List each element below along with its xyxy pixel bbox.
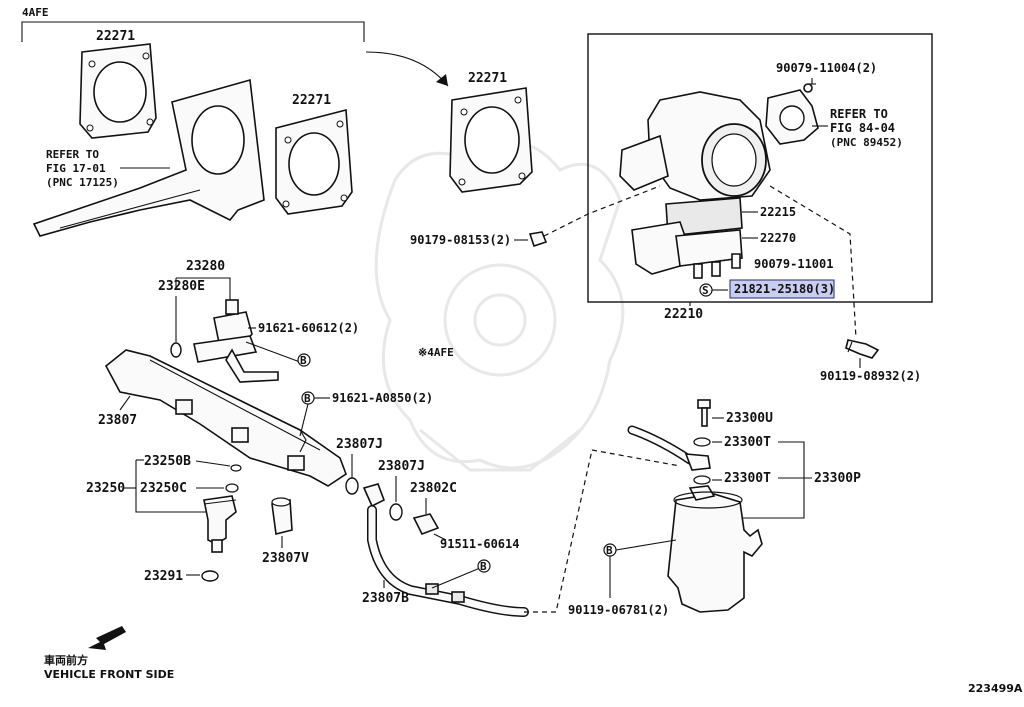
refer-left: REFER TO FIG 17-01 (PNC 17125) bbox=[46, 148, 170, 189]
label-90119-08932[interactable]: 90119-08932(2) bbox=[820, 369, 921, 383]
refer-left-line3: (PNC 17125) bbox=[46, 176, 119, 189]
label-23300P[interactable]: 23300P bbox=[814, 471, 861, 486]
throttle-body bbox=[619, 91, 771, 279]
label-23300T-b[interactable]: 23300T bbox=[724, 471, 771, 486]
pressure-regulator bbox=[193, 299, 279, 383]
o-ring-23250B bbox=[230, 464, 242, 472]
diagram-number: 223499A bbox=[968, 682, 1023, 695]
label-23807V[interactable]: 23807V bbox=[262, 551, 309, 566]
screw-90079-11001 bbox=[731, 253, 741, 269]
label-22215[interactable]: 22215 bbox=[760, 205, 796, 219]
front-arrow-icon bbox=[88, 626, 126, 650]
refer-left-line1: REFER TO bbox=[46, 148, 99, 161]
label-22271-c[interactable]: 22271 bbox=[468, 71, 507, 86]
label-23250C[interactable]: 23250C bbox=[140, 481, 187, 496]
label-23807J-a[interactable]: 23807J bbox=[336, 437, 383, 452]
label-23807B[interactable]: 23807B bbox=[362, 591, 409, 606]
fuel-filter bbox=[667, 485, 763, 613]
engine-label: 4AFE bbox=[22, 6, 49, 19]
bolt-90119-08932 bbox=[845, 339, 880, 359]
label-23802C[interactable]: 23802C bbox=[410, 481, 457, 496]
refer-right-line3: (PNC 89452) bbox=[830, 136, 903, 149]
insulator-23807V bbox=[271, 497, 293, 535]
label-23300U[interactable]: 23300U bbox=[726, 411, 773, 426]
gasket-22271-b bbox=[275, 108, 353, 215]
bolt-symbol-b4: B bbox=[603, 539, 677, 598]
label-90179-08153[interactable]: 90179-08153(2) bbox=[410, 233, 511, 247]
intake-bracket bbox=[32, 78, 265, 237]
label-23280E[interactable]: 23280E bbox=[158, 279, 205, 294]
fuel-hose-23807B bbox=[362, 483, 529, 617]
engine-label-marked: ※4AFE bbox=[418, 346, 454, 359]
union-bolt-23802C bbox=[412, 513, 440, 536]
seal-symbol-s: S bbox=[699, 283, 728, 297]
label-22271-b[interactable]: 22271 bbox=[292, 93, 331, 108]
label-23250B[interactable]: 23250B bbox=[144, 454, 191, 469]
refer-left-line2[interactable]: FIG 17-01 bbox=[46, 162, 106, 175]
label-23291[interactable]: 23291 bbox=[144, 569, 183, 584]
fuel-rail bbox=[104, 349, 347, 487]
gasket-23300T-b bbox=[693, 475, 711, 485]
group-bracket-4afe: 4AFE bbox=[21, 6, 365, 42]
label-22210[interactable]: 22210 bbox=[664, 307, 703, 322]
watermark bbox=[374, 140, 625, 472]
refer-right: REFER TO FIG 84-04 (PNC 89452) bbox=[812, 107, 903, 149]
label-23300T-a[interactable]: 23300T bbox=[724, 435, 771, 450]
highlight-21821-25180 bbox=[729, 279, 835, 299]
label-23807[interactable]: 23807 bbox=[98, 413, 137, 428]
throttle-sensor bbox=[765, 83, 819, 145]
bolt-symbol-b2-text: B bbox=[304, 392, 311, 405]
bolt-symbol-b3: B bbox=[477, 559, 491, 573]
front-side-en: VEHICLE FRONT SIDE bbox=[44, 668, 174, 681]
nut-90179-08153 bbox=[528, 231, 548, 248]
fuel-injector bbox=[203, 495, 237, 553]
gasket-22271-c bbox=[449, 87, 533, 193]
label-91511-60614[interactable]: 91511-60614 bbox=[440, 537, 519, 551]
gasket-23807J-a bbox=[345, 477, 359, 495]
banjo-bolt-23300U bbox=[697, 399, 711, 427]
dash-throttle-right bbox=[769, 185, 857, 339]
label-90119-06781[interactable]: 90119-06781(2) bbox=[568, 603, 669, 617]
label-91621-60612[interactable]: 91621-60612(2) bbox=[258, 321, 359, 335]
dash-hose-filter bbox=[524, 449, 681, 613]
bolt-symbol-b3-text: B bbox=[480, 560, 487, 573]
seal-symbol-text: S bbox=[702, 284, 709, 297]
label-22271-a[interactable]: 22271 bbox=[96, 29, 135, 44]
label-90079-11004[interactable]: 90079-11004(2) bbox=[776, 61, 877, 75]
gasket-23300T-a bbox=[693, 437, 711, 447]
bolt-symbol-b4-text: B bbox=[606, 544, 613, 557]
label-90079-11001[interactable]: 90079-11001 bbox=[754, 257, 833, 271]
refer-right-line1: REFER TO bbox=[830, 107, 888, 121]
front-side-jp: 車両前方 bbox=[44, 653, 88, 667]
throttle-body-frame bbox=[587, 33, 933, 303]
bolt-symbol-b1-text: B bbox=[300, 354, 307, 367]
label-23280[interactable]: 23280 bbox=[186, 259, 225, 274]
label-21821-25180[interactable]: 21821-25180(3) bbox=[734, 282, 835, 296]
label-22270[interactable]: 22270 bbox=[760, 231, 796, 245]
leader-b3 bbox=[431, 567, 481, 589]
o-ring-23280E bbox=[170, 342, 182, 358]
gasket-23807J-b bbox=[389, 503, 403, 521]
label-91621-A0850[interactable]: 91621-A0850(2) bbox=[332, 391, 433, 405]
transfer-arrow bbox=[365, 51, 449, 87]
label-23250[interactable]: 23250 bbox=[86, 481, 125, 496]
label-23807J-b[interactable]: 23807J bbox=[378, 459, 425, 474]
outlet-hose bbox=[627, 425, 711, 471]
bolt-symbol-b2: B bbox=[299, 391, 330, 437]
o-ring-23250C bbox=[225, 483, 239, 493]
refer-right-line2[interactable]: FIG 84-04 bbox=[830, 121, 895, 135]
ring-23291 bbox=[201, 570, 219, 582]
dash-throttle-left bbox=[543, 185, 661, 237]
gasket-22271-a bbox=[79, 43, 157, 139]
bolt-symbol-b1: B bbox=[297, 353, 311, 367]
